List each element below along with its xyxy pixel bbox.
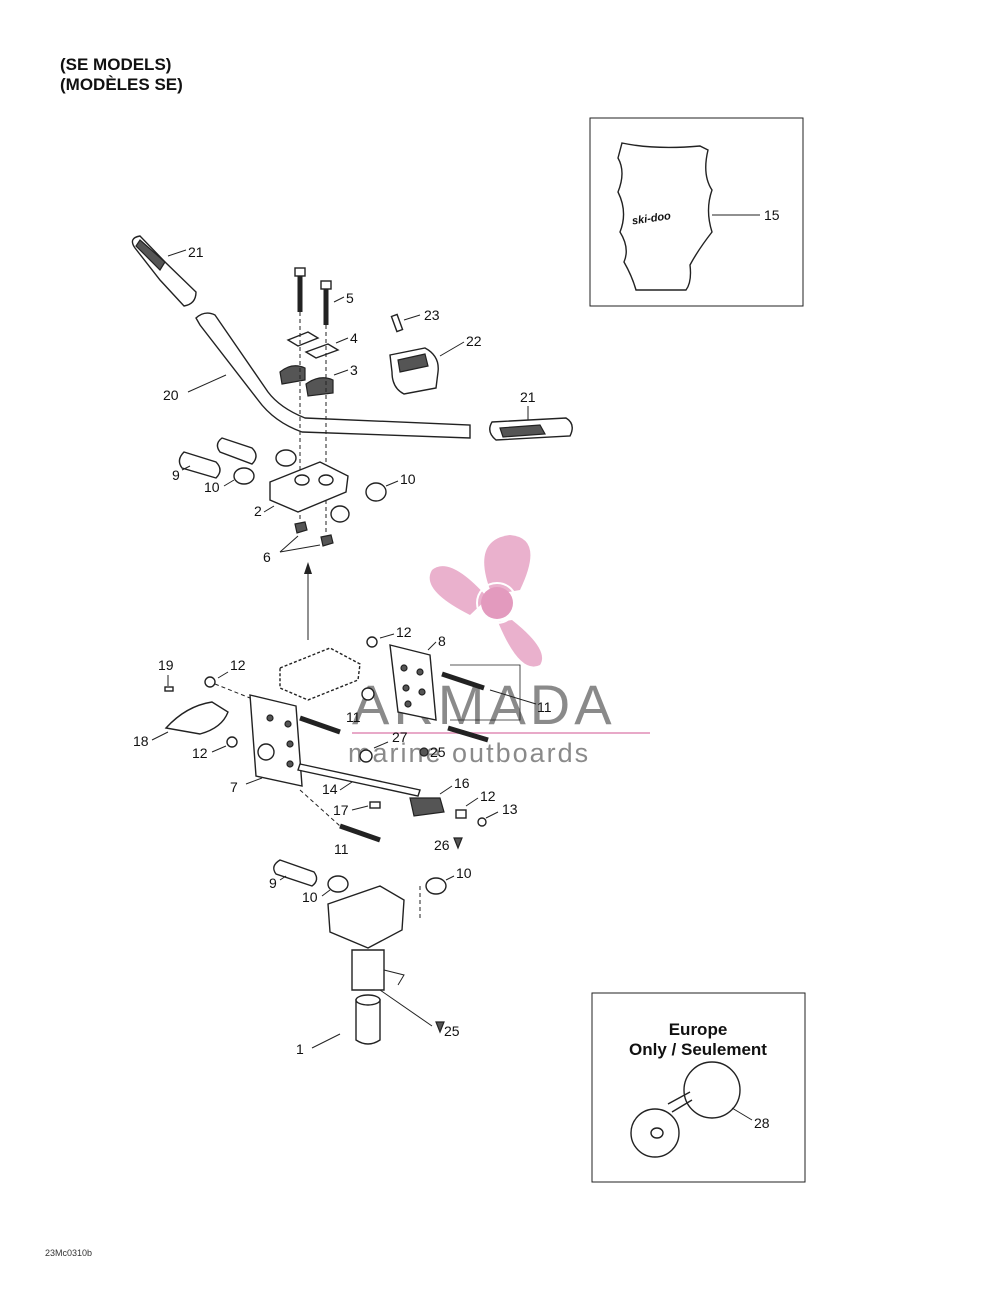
steering-column-head bbox=[327, 885, 405, 949]
upper-riser-block bbox=[269, 461, 349, 513]
callout-7: 7 bbox=[230, 779, 238, 795]
handlebar-block-cover bbox=[389, 347, 439, 395]
choke-bracket bbox=[164, 701, 229, 735]
callout-22: 22 bbox=[466, 333, 482, 349]
callout-25-low: 25 bbox=[444, 1023, 460, 1039]
steering-plate-right bbox=[389, 644, 437, 721]
callout-4: 4 bbox=[350, 330, 358, 346]
callout-28: 28 bbox=[754, 1115, 770, 1131]
callout-3: 3 bbox=[350, 362, 358, 378]
callout-10-lower-left: 10 bbox=[302, 889, 318, 905]
steering-plate-left bbox=[249, 694, 303, 787]
inset-box-europe bbox=[591, 992, 806, 1183]
callout-20: 20 bbox=[163, 387, 179, 403]
callout-13: 14 bbox=[322, 781, 338, 797]
callout-11-right: 11 bbox=[537, 699, 552, 715]
callout-25-mid: 25 bbox=[430, 744, 446, 760]
callout-21-left: 21 bbox=[188, 244, 204, 260]
cover-logo-text: ski-doo bbox=[631, 210, 672, 227]
inset-europe-line2: Only / Seulement bbox=[629, 1040, 767, 1059]
callout-1: 1 bbox=[296, 1041, 304, 1057]
callout-14: 12 bbox=[480, 788, 496, 804]
callout-26: 26 bbox=[434, 837, 450, 853]
lever-housing bbox=[409, 797, 445, 817]
callout-10-upper-right: 10 bbox=[400, 471, 416, 487]
callout-2: 2 bbox=[254, 503, 262, 519]
page-title-french: (MODÈLES SE) bbox=[60, 75, 183, 94]
handlebar-pad-cover bbox=[617, 142, 713, 291]
callout-15: 13 bbox=[502, 801, 518, 817]
callout-8: 8 bbox=[438, 633, 446, 649]
horn-bulb bbox=[683, 1061, 741, 1119]
callout-6: 6 bbox=[263, 549, 271, 565]
callout-27: 27 bbox=[392, 729, 408, 745]
callout-10-lower-right: 10 bbox=[456, 865, 472, 881]
watermark-tagline: marine outboards bbox=[348, 738, 590, 768]
callout-10-upper-left: 10 bbox=[204, 479, 220, 495]
page-title-english: (SE MODELS) bbox=[60, 55, 172, 74]
watermark-logo bbox=[429, 535, 543, 667]
callout-12-top: 12 bbox=[396, 624, 412, 640]
callout-24: 15 bbox=[764, 207, 780, 223]
inset-europe-line1: Europe bbox=[669, 1020, 728, 1039]
callout-12-low: 12 bbox=[192, 745, 208, 761]
callout-9-upper: 9 bbox=[172, 467, 180, 483]
callout-21-right: 21 bbox=[520, 389, 536, 405]
callout-17: 17 bbox=[333, 802, 349, 818]
callout-12-mid: 12 bbox=[230, 657, 246, 673]
callout-16: 16 bbox=[454, 775, 470, 791]
callout-5: 5 bbox=[346, 290, 354, 306]
drawing-code: 23Mc0310b bbox=[45, 1248, 93, 1258]
callout-11-mid: 11 bbox=[346, 709, 361, 725]
watermark-brand: ARMADA bbox=[352, 673, 616, 736]
inset-box-cover bbox=[589, 117, 804, 307]
callout-23: 23 bbox=[424, 307, 440, 323]
callout-9-lower: 9 bbox=[269, 875, 277, 891]
callout-19: 19 bbox=[158, 657, 174, 673]
callout-18: 18 bbox=[133, 733, 149, 749]
handlebar bbox=[195, 312, 471, 439]
callout-11-low: 11 bbox=[334, 841, 349, 857]
